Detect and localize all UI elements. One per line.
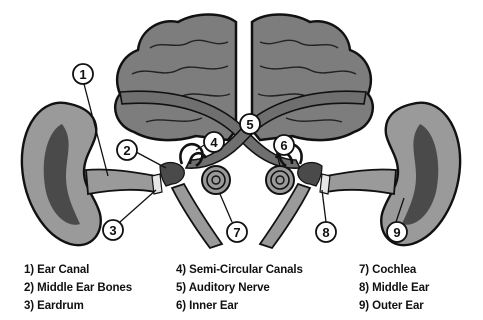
leader-line-8	[322, 190, 326, 222]
right-ear-canal	[326, 169, 396, 194]
callout-number-4: 4	[210, 135, 218, 150]
legend-item-middle-ear-bones: 2) Middle Ear Bones	[24, 280, 176, 297]
ear-anatomy-illustration: 1 2 3 4 5 6 7	[0, 0, 483, 262]
right-cochlea	[266, 166, 294, 194]
legend-item-ear-canal: 1) Ear Canal	[24, 262, 176, 279]
callout-number-9: 9	[393, 225, 400, 240]
callout-6: 6	[274, 135, 294, 155]
legend-item-inner-ear: 6) Inner Ear	[176, 298, 359, 315]
leader-line-3	[120, 190, 156, 222]
left-ear-canal	[86, 169, 156, 194]
callout-number-3: 3	[109, 223, 116, 238]
callout-number-1: 1	[79, 67, 86, 82]
callout-3: 3	[103, 220, 123, 240]
callout-2: 2	[117, 140, 137, 160]
left-cochlea	[202, 166, 230, 194]
legend-item-cochlea: 7) Cochlea	[359, 262, 479, 279]
callout-4: 4	[204, 132, 224, 152]
legend-item-semi-circular-canals: 4) Semi-Circular Canals	[176, 262, 359, 279]
callout-number-5: 5	[246, 117, 253, 132]
callout-5: 5	[240, 114, 260, 134]
leader-line-2	[136, 152, 166, 168]
right-middle-ear-bones	[298, 163, 322, 186]
callout-7: 7	[227, 222, 247, 242]
legend-item-outer-ear: 9) Outer Ear	[359, 298, 479, 315]
callout-1: 1	[73, 64, 93, 84]
legend-item-auditory-nerve: 5) Auditory Nerve	[176, 280, 359, 297]
callout-9: 9	[387, 222, 407, 242]
legend-item-eardrum: 3) Eardrum	[24, 298, 176, 315]
leader-line-7	[220, 194, 232, 222]
legend-item-middle-ear: 8) Middle Ear	[359, 280, 479, 297]
legend: 1) Ear Canal 2) Middle Ear Bones 3) Eard…	[24, 262, 479, 318]
left-eardrum	[152, 174, 162, 194]
callout-number-7: 7	[233, 225, 240, 240]
callout-number-2: 2	[123, 143, 130, 158]
callout-number-8: 8	[322, 225, 329, 240]
callout-8: 8	[316, 222, 336, 242]
callout-number-6: 6	[280, 138, 287, 153]
